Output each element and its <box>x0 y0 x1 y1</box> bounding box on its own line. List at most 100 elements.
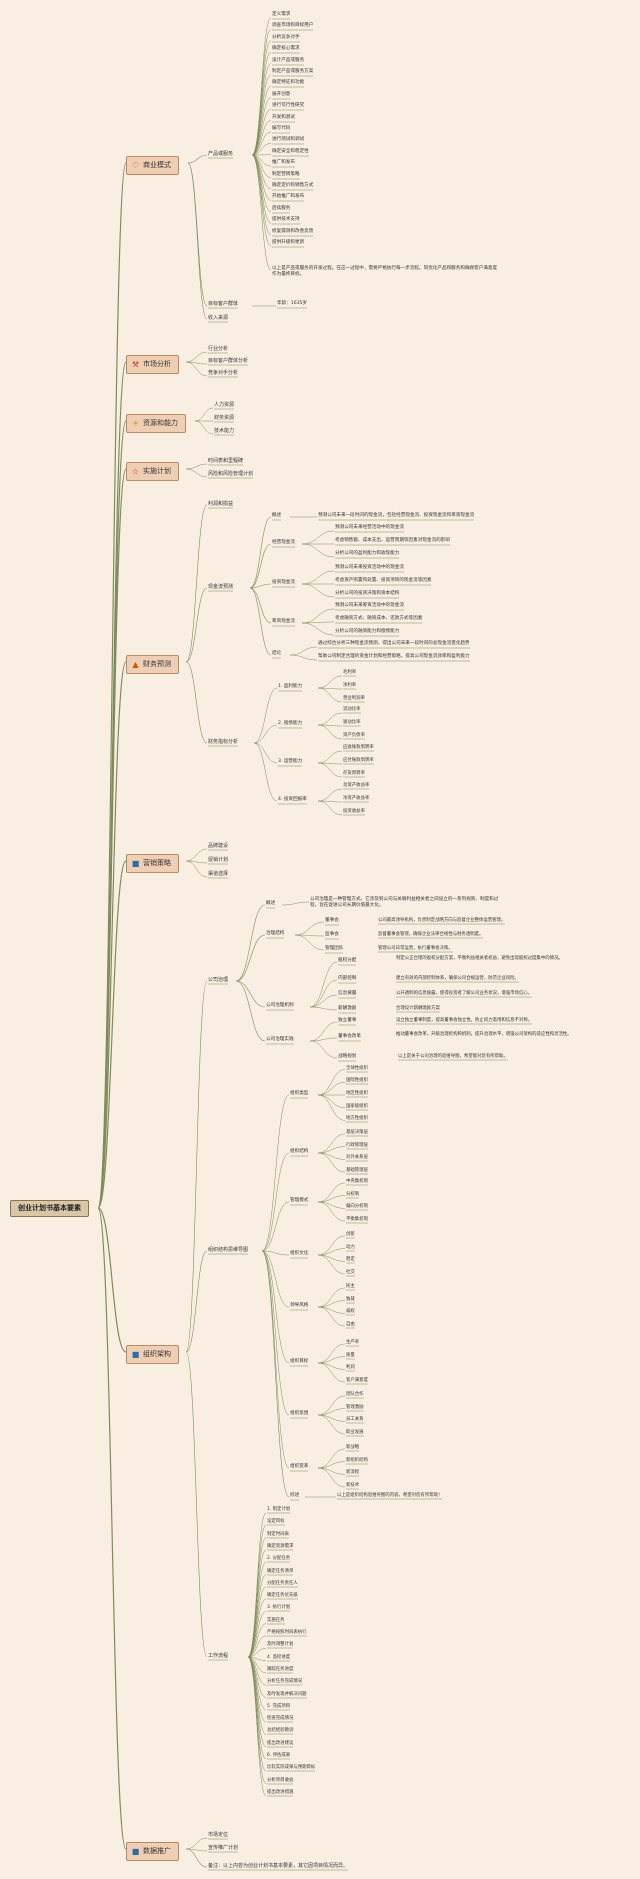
leaf[interactable]: 对外关系层 <box>346 1155 368 1161</box>
note[interactable]: 备注：以上内容为创业计划书基本要素，其它因项目情况而异。 <box>208 1863 349 1869</box>
topic[interactable]: 组织结构思维导图 <box>208 1247 249 1253</box>
leaf[interactable]: 全球性组织 <box>346 1065 368 1071</box>
leaf[interactable]: 应收账款周转率 <box>343 745 374 750</box>
leaf[interactable]: 客户满意度 <box>346 1378 368 1384</box>
leaf[interactable]: 制定营销策略 <box>272 171 300 177</box>
leaf[interactable]: 基层决策层 <box>346 1129 368 1135</box>
leaf[interactable]: 预测公司未来一段时间的现金流，包括经营现金流、投资现金流和筹资现金流 <box>318 513 475 518</box>
leaf-desc[interactable]: 管理公司日常运营，执行董事会决策。 <box>378 946 453 951</box>
leaf[interactable]: 生产率 <box>346 1339 360 1345</box>
leaf[interactable]: 净利率 <box>343 683 357 688</box>
leaf[interactable]: 公司治理是一种管理方式，它涉及到公司与关联利益相关者之间设立的一系列规则、制度和… <box>310 897 499 909</box>
leaf[interactable]: 跟踪任务进度 <box>267 1666 294 1672</box>
leaf[interactable]: 开发和测试 <box>272 114 295 120</box>
leaf[interactable]: 行政管理层 <box>346 1142 368 1148</box>
leaf[interactable]: 考虑销售额、成本支出、运营周期等因素对现金流的影响 <box>335 538 450 543</box>
leaf[interactable]: 确定任务优先级 <box>267 1593 298 1599</box>
leaf[interactable]: 管理团队 <box>325 946 344 951</box>
leaf[interactable]: 动力 <box>346 1244 355 1250</box>
leaf[interactable]: 新流程 <box>346 1470 360 1476</box>
leaf[interactable]: 团队合作 <box>346 1391 364 1397</box>
leaf[interactable]: 中央集权制 <box>346 1178 368 1184</box>
topic[interactable]: 2. 偿债能力 <box>278 721 303 726</box>
leaf-desc[interactable]: 公开透明的信息披露，使得投资者了解公司业务状况，增强市场信心。 <box>396 991 533 996</box>
branch-b2[interactable]: ⚒市场分析 <box>126 355 179 374</box>
leaf[interactable]: 独裁 <box>346 1296 355 1302</box>
topic[interactable]: 投资现金流 <box>272 580 295 585</box>
leaf[interactable]: 编写代码 <box>272 126 291 131</box>
leaf-desc[interactable]: 建立有效的内部控制体系，确保公司合规运营，防范企业风险。 <box>396 976 519 981</box>
leaf-desc[interactable]: 公司最高领导机构，负责制定战略方向与监督企业整体运营管理。 <box>378 918 506 923</box>
leaf[interactable]: 确定任务清单 <box>267 1568 294 1574</box>
leaf[interactable]: 竞争对手分析 <box>208 370 239 376</box>
leaf[interactable]: 推广和发布 <box>272 160 295 166</box>
leaf[interactable]: 分析竞争对手 <box>272 34 300 40</box>
leaf[interactable]: 财务资源 <box>214 415 235 421</box>
leaf[interactable]: 比较实际成果与预期目标 <box>267 1765 316 1771</box>
leaf[interactable]: 资产负债率 <box>343 733 365 738</box>
leaf[interactable]: 设计产品或服务 <box>272 57 305 63</box>
topic[interactable]: 收入来源 <box>208 315 229 321</box>
topic[interactable]: 组织类型 <box>290 1091 309 1096</box>
leaf[interactable]: 开始推广和发布 <box>272 194 305 200</box>
leaf[interactable]: 总结经验教训 <box>267 1728 294 1734</box>
leaf[interactable]: 促销计划 <box>208 857 229 863</box>
leaf[interactable]: 分析公司的融资能力和偿债能力 <box>335 629 400 634</box>
topic[interactable]: 经营现金流 <box>272 540 295 545</box>
leaf[interactable]: 2. 分配任务 <box>267 1556 291 1562</box>
leaf[interactable]: 新战略 <box>346 1444 360 1450</box>
topic[interactable]: 筹资现金流 <box>272 619 295 624</box>
leaf[interactable]: 总资产收益率 <box>343 783 370 788</box>
leaf[interactable]: 预测公司未来筹资活动中的现金流 <box>335 603 404 608</box>
branch-b7[interactable]: ■组织架构 <box>126 1345 179 1364</box>
leaf[interactable]: 预测公司未来投资活动中的现金流 <box>335 565 404 570</box>
leaf[interactable]: 稳定 <box>346 1257 355 1263</box>
topic[interactable]: 1. 盈利能力 <box>278 684 303 689</box>
leaf[interactable]: 6. 评估成果 <box>267 1753 291 1758</box>
leaf[interactable]: 进行测试和调试 <box>272 137 305 143</box>
leaf[interactable]: 董事会 <box>325 918 339 923</box>
leaf[interactable]: 分析项目收益 <box>267 1777 294 1783</box>
leaf[interactable]: 及时调整计划 <box>267 1642 294 1648</box>
topic[interactable]: 组织结构 <box>290 1149 309 1154</box>
topic[interactable]: 组织氛围 <box>290 1411 309 1416</box>
leaf[interactable]: 投资收益率 <box>343 809 365 814</box>
leaf[interactable]: 制定产品或服务方案 <box>272 69 314 74</box>
branch-b4[interactable]: ☆实施计划 <box>126 462 179 481</box>
leaf[interactable]: 独立董事 <box>338 1018 357 1023</box>
leaf-desc[interactable]: 推动董事会改革，升级治理结构和机制，提升治理水平，增强公司架构的适应性和灵活性。 <box>396 1032 572 1037</box>
leaf[interactable]: 考虑融资方式、融资成本、还款方式等因素 <box>335 616 423 621</box>
leaf[interactable]: 平衡集权制 <box>346 1217 368 1223</box>
leaf[interactable]: 质量 <box>346 1352 355 1358</box>
topic[interactable]: 领导风格 <box>290 1303 309 1308</box>
topic[interactable]: 财务指标分析 <box>208 739 239 745</box>
leaf[interactable]: 通过综合分析三种现金流预测，得出公司未来一段时间的总现金流变化趋势 <box>318 641 470 646</box>
leaf[interactable]: 员工关系 <box>346 1417 364 1423</box>
topic[interactable]: 概述 <box>272 513 282 518</box>
leaf[interactable]: 地方性组织 <box>346 1116 368 1122</box>
leaf[interactable]: 确定特征和功能 <box>272 80 305 86</box>
branch-b5[interactable]: ▲财务预测 <box>126 655 179 674</box>
leaf[interactable]: 存货周转率 <box>343 771 365 776</box>
leaf[interactable]: 国家级组织 <box>346 1103 368 1109</box>
leaf[interactable]: 内部控制 <box>338 976 357 981</box>
note[interactable]: 以上是产品或服务的开发过程。在这一过程中，需要严格执行每一步流程。同优化产品和服… <box>272 266 498 278</box>
leaf[interactable]: 品牌建设 <box>208 843 229 849</box>
leaf[interactable]: 新技术 <box>346 1483 360 1489</box>
leaf[interactable]: 分配任务责任人 <box>267 1580 298 1586</box>
leaf[interactable]: 创新 <box>346 1231 355 1237</box>
leaf[interactable]: 设定目标 <box>267 1519 285 1525</box>
leaf[interactable]: 分析任务完成情况 <box>267 1679 303 1685</box>
leaf[interactable]: 分析公司的盈利能力和收现能力 <box>335 551 400 556</box>
topic[interactable]: 组织文化 <box>290 1251 309 1256</box>
leaf[interactable]: 检查完成情况 <box>267 1716 294 1722</box>
topic[interactable]: 综述 <box>290 1493 300 1498</box>
topic[interactable]: 利润和损益 <box>208 501 234 507</box>
leaf-desc[interactable]: 制定公正合理的股权分配方案，平衡利益相关者权益，避免出现股权过度集中的情况。 <box>396 956 563 961</box>
leaf[interactable]: 监事会 <box>325 932 339 937</box>
topic[interactable]: 组织目标 <box>290 1359 309 1364</box>
topic[interactable]: 3. 运营能力 <box>278 759 303 764</box>
topic[interactable]: 工作流程 <box>208 1653 229 1659</box>
leaf[interactable]: 预测公司未来经营活动中的现金流 <box>335 525 404 530</box>
leaf[interactable]: 技术能力 <box>214 428 235 434</box>
